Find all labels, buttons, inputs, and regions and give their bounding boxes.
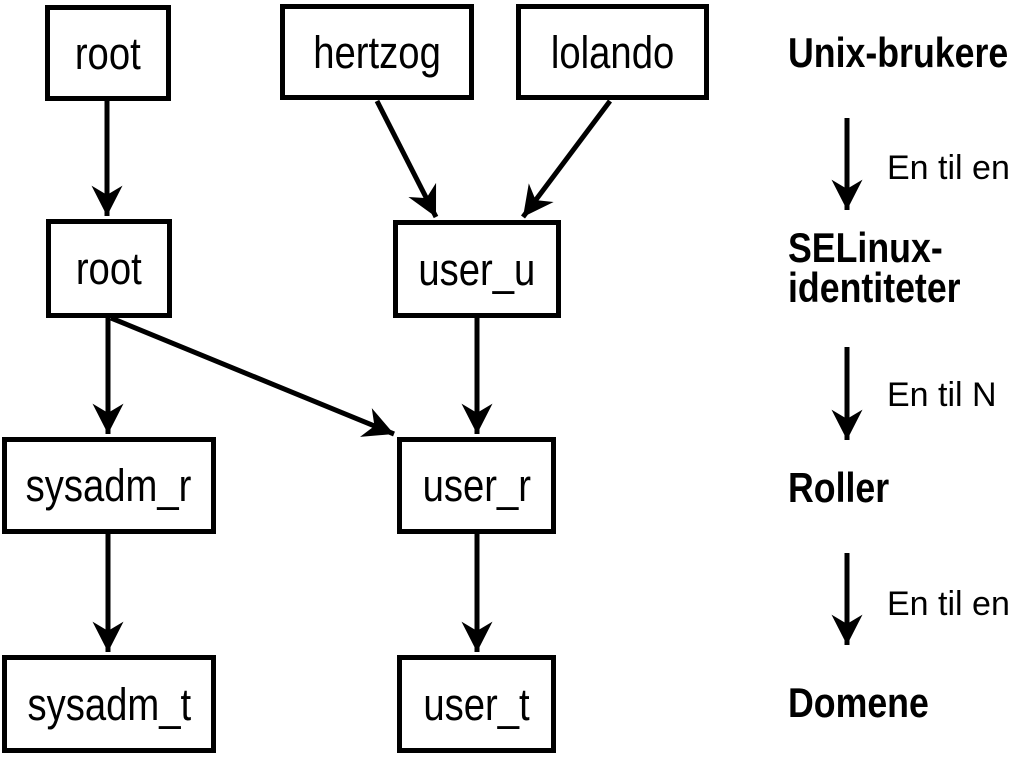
box-unix-lolando: lolando — [516, 4, 709, 100]
box-role-sysadm-r: sysadm_r — [2, 437, 216, 534]
box-domain-user-t: user_t — [397, 655, 556, 753]
box-selinux-user-u: user_u — [393, 220, 561, 318]
box-unix-root: root — [45, 5, 171, 101]
box-label: root — [75, 27, 141, 79]
legend-level-unix-users: Unix-brukere — [788, 29, 1009, 76]
legend-arrow-label-2: En til N — [887, 376, 997, 414]
box-unix-hertzog: hertzog — [280, 4, 474, 100]
legend-level-selinux-identities: SELinux- identiteter — [788, 224, 961, 311]
legend-arrow-label-3: En til en — [887, 585, 1010, 623]
box-label: user_r — [422, 460, 531, 511]
arrow-hertzog-to-user-u — [374, 99, 439, 219]
box-selinux-root: root — [46, 219, 172, 318]
box-label: hertzog — [313, 26, 441, 78]
legend-arrow-label-1: En til en — [887, 149, 1010, 187]
arrow-selinux-root-to-user-r — [110, 315, 395, 437]
box-label: sysadm_r — [26, 460, 192, 511]
box-domain-sysadm-t: sysadm_t — [2, 655, 216, 753]
box-label: sysadm_t — [27, 678, 191, 730]
legend-level-selinux-identities-line1: SELinux- — [788, 224, 943, 271]
box-label: user_t — [423, 678, 530, 730]
box-label: root — [76, 243, 142, 294]
legend-level-selinux-identities-line2: identiteter — [788, 264, 961, 311]
legend-level-roles: Roller — [788, 464, 890, 511]
box-label: lolando — [550, 26, 675, 78]
arrow-lolando-to-user-u — [521, 99, 612, 219]
legend-level-domains: Domene — [788, 679, 929, 726]
box-label: user_u — [418, 243, 536, 295]
box-role-user-r: user_r — [397, 437, 556, 534]
